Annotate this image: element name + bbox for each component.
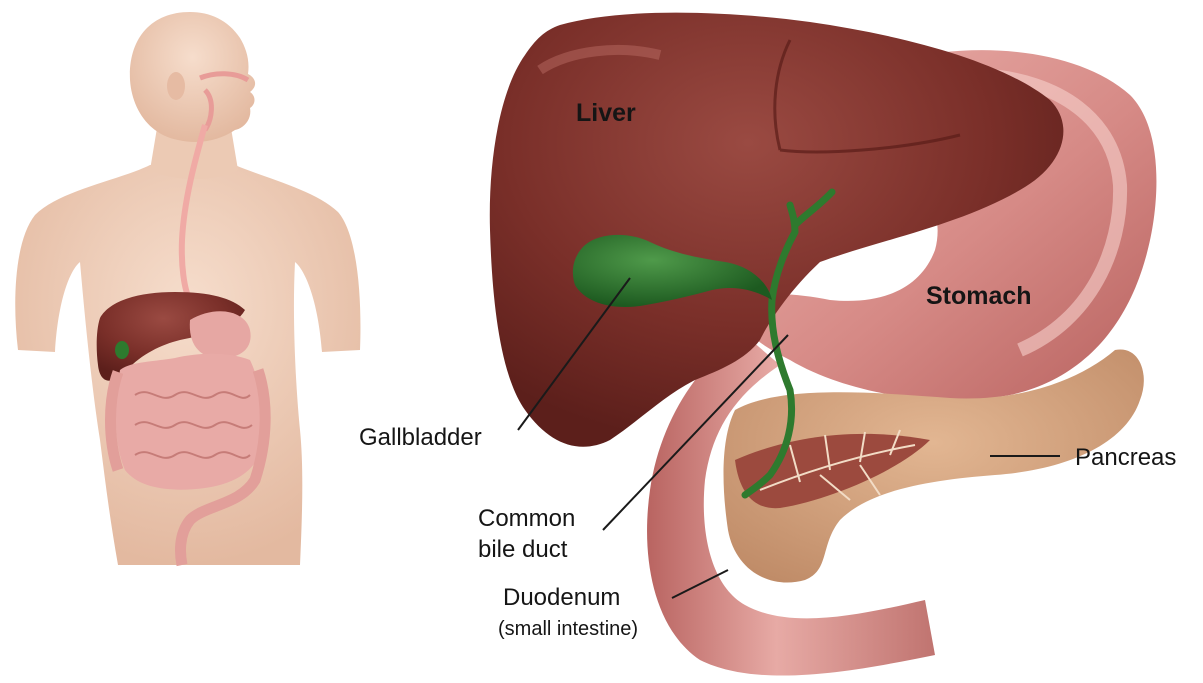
label-duodenum: Duodenum <box>503 586 620 610</box>
small-gallbladder-shape <box>115 341 129 359</box>
human-torso-illustration <box>15 12 360 565</box>
label-pancreas: Pancreas <box>1075 446 1176 470</box>
label-stomach: Stomach <box>926 284 1032 309</box>
label-liver: Liver <box>576 101 636 126</box>
label-duodenum-note: (small intestine) <box>498 619 638 639</box>
ear-shape <box>167 72 185 100</box>
small-intestine-shape <box>116 354 264 490</box>
label-common-bile-duct-line1: Common <box>478 507 575 531</box>
label-gallbladder: Gallbladder <box>359 426 482 450</box>
label-common-bile-duct-line2: bile duct <box>478 538 567 562</box>
